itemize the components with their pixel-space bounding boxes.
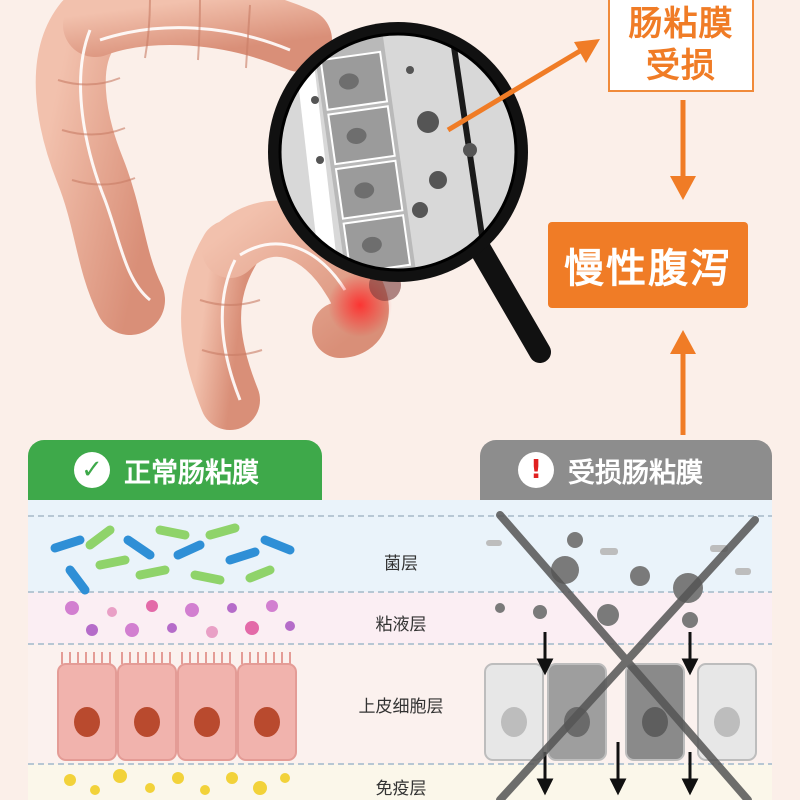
damaged-cross bbox=[496, 511, 759, 800]
layer-label-epithelium: 上皮细胞层 bbox=[358, 697, 444, 717]
normal-immune-cells bbox=[64, 769, 290, 795]
warning-icon: ! bbox=[518, 452, 554, 488]
check-icon: ✓ bbox=[74, 452, 110, 488]
magnifier bbox=[268, 22, 551, 363]
magnified-bacteria bbox=[311, 66, 477, 218]
normal-mucus bbox=[65, 600, 295, 638]
tab-damaged-mucosa: ! 受损肠粘膜 bbox=[480, 440, 772, 500]
mucosa-damage-label: 肠粘膜 受损 bbox=[608, 0, 754, 92]
chronic-diarrhea-text: 慢性腹泻 bbox=[564, 246, 732, 292]
leak-arrows bbox=[536, 632, 699, 796]
tab-damaged-label: 受损肠粘膜 bbox=[568, 457, 703, 489]
normal-bacteria bbox=[50, 523, 295, 595]
normal-epithelial-cells bbox=[57, 652, 297, 761]
tab-normal-label: 正常肠粘膜 bbox=[124, 457, 259, 489]
colon bbox=[35, 0, 401, 430]
flow-arrows bbox=[446, 39, 696, 435]
mucosa-damage-line2: 受损 bbox=[646, 46, 716, 86]
magnified-cells bbox=[319, 50, 412, 270]
chronic-diarrhea-label: 慢性腹泻 bbox=[548, 222, 748, 308]
layer-label-mucus: 粘液层 bbox=[375, 615, 427, 635]
layer-label-immune: 免疫层 bbox=[375, 779, 427, 799]
layer-label-bacteria: 菌层 bbox=[384, 554, 418, 574]
damaged-epithelial-cells bbox=[484, 663, 757, 761]
tab-normal-mucosa: ✓ 正常肠粘膜 bbox=[28, 440, 322, 500]
mucosa-damage-line1: 肠粘膜 bbox=[628, 4, 734, 44]
